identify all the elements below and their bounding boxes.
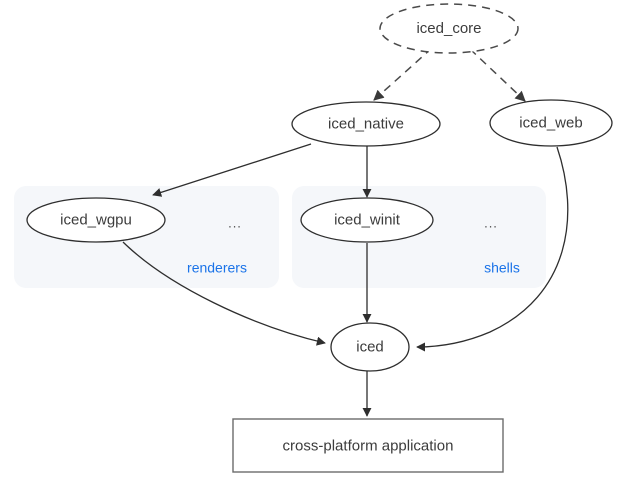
cluster-shells-ellipsis: ... <box>484 215 498 230</box>
node-iced-core-shape <box>379 3 519 54</box>
node-iced-native[interactable]: iced_native <box>291 101 441 147</box>
node-iced-core-label: iced_core <box>416 20 481 37</box>
edge-iced-core-to-iced-native <box>373 47 433 101</box>
node-application-shape <box>232 418 504 473</box>
node-iced-winit[interactable]: iced_winit <box>300 197 434 243</box>
node-iced-label: iced <box>356 338 384 355</box>
node-iced-web[interactable]: iced_web <box>489 99 613 147</box>
node-iced-web-label: iced_web <box>519 114 582 131</box>
node-iced[interactable]: iced <box>330 322 410 372</box>
node-iced-shape <box>330 322 410 372</box>
node-cross-platform-application[interactable]: cross-platform application <box>232 418 504 473</box>
node-iced-web-shape <box>489 99 613 147</box>
cluster-shells-label: shells <box>484 260 520 276</box>
node-iced-wgpu-shape <box>26 197 166 243</box>
node-iced-winit-shape <box>300 197 434 243</box>
node-application-label: cross-platform application <box>283 437 454 454</box>
edge-iced-wgpu-to-iced <box>122 241 326 346</box>
node-iced-core[interactable]: iced_core <box>379 3 519 54</box>
cluster-renderers-label: renderers <box>187 260 247 276</box>
node-iced-native-shape <box>291 101 441 147</box>
node-iced-winit-label: iced_winit <box>334 211 401 228</box>
edge-iced-web-to-iced <box>416 146 569 352</box>
edge-iced-native-to-iced-wgpu <box>152 143 312 197</box>
node-iced-wgpu[interactable]: iced_wgpu <box>26 197 166 243</box>
cluster-renderers-ellipsis: ... <box>228 215 242 230</box>
node-iced-native-label: iced_native <box>328 115 404 132</box>
node-iced-wgpu-label: iced_wgpu <box>60 211 132 228</box>
edge-iced-core-to-iced-web <box>469 48 526 102</box>
